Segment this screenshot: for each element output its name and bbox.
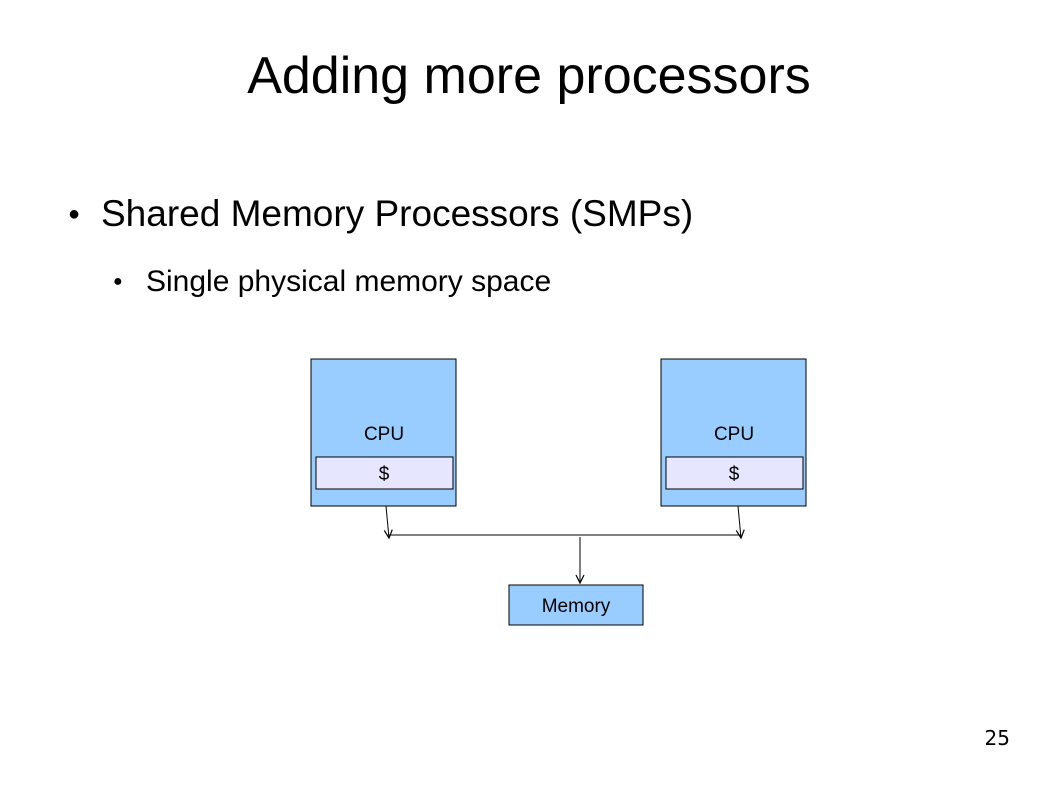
- cpu-node-2: CPU $: [660, 358, 807, 507]
- slide-title: Adding more processors: [247, 47, 811, 105]
- cpu-label: CPU: [364, 424, 404, 445]
- cpu-label: CPU: [714, 424, 754, 445]
- cpu2-to-bus-arrow: [738, 505, 741, 538]
- memory-node: Memory: [508, 584, 644, 626]
- memory-box: [508, 584, 644, 626]
- sub-bullet-text: Single physical memory space: [146, 265, 552, 298]
- cpu-node-1: CPU $: [310, 358, 457, 507]
- page-number: 25: [984, 726, 1010, 750]
- bullet-dot-icon: ●: [68, 203, 81, 225]
- cache-box: [315, 456, 454, 490]
- bullet-text: Shared Memory Processors (SMPs): [101, 193, 694, 234]
- bullet-dot-icon: ●: [113, 273, 123, 290]
- memory-label: Memory: [542, 596, 611, 617]
- bullet-level-2: ● Single physical memory space: [113, 262, 551, 302]
- bullet-level-1: ● Shared Memory Processors (SMPs): [68, 190, 693, 238]
- cpu1-to-bus-arrow: [386, 505, 389, 538]
- cache-box: [665, 456, 804, 490]
- cache-label: $: [729, 464, 740, 485]
- cache-label: $: [379, 464, 390, 485]
